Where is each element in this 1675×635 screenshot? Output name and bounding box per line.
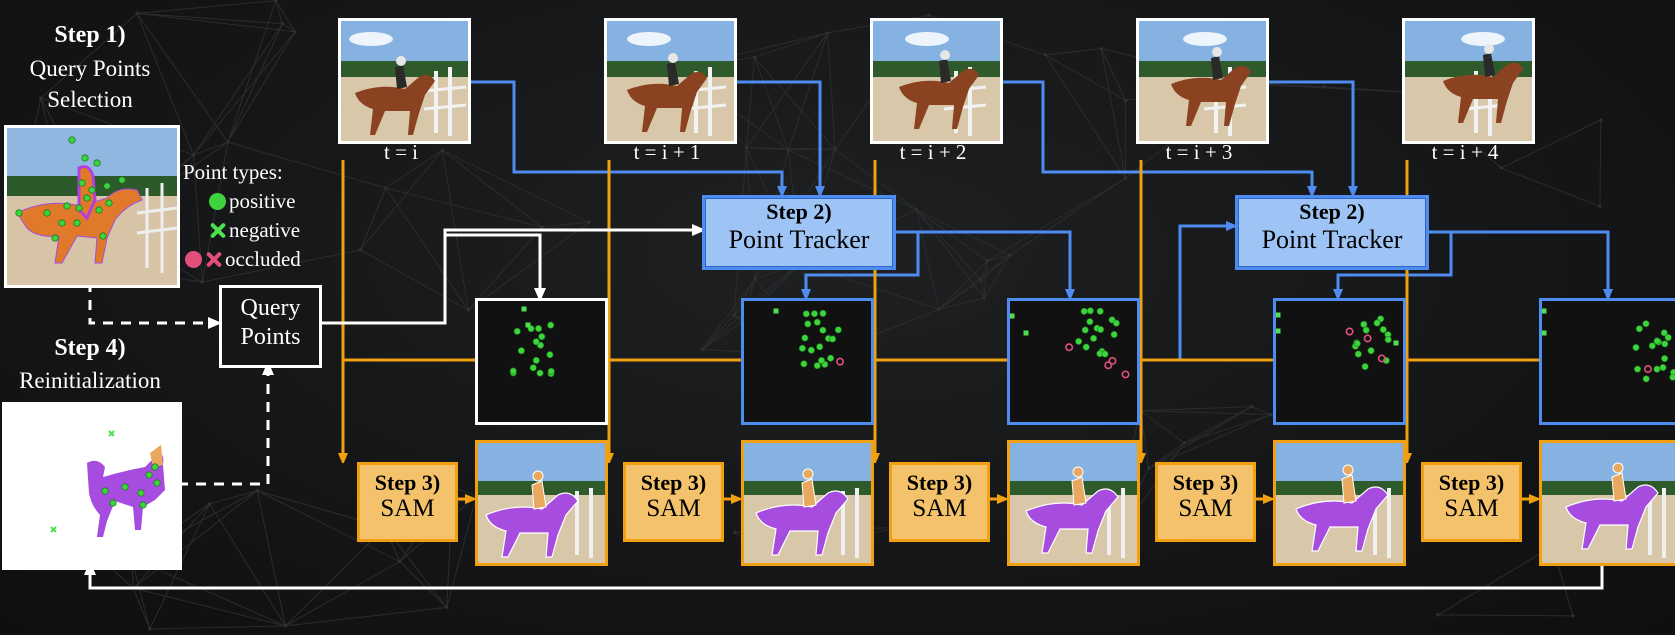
reinitialization-image bbox=[2, 402, 182, 570]
legend-positive: positive bbox=[209, 187, 301, 216]
query-points-box: Query Points bbox=[219, 285, 322, 368]
occluded-x-icon bbox=[205, 251, 222, 268]
frame-time-label-0: t = i bbox=[383, 140, 418, 164]
sam-2-name: SAM bbox=[646, 495, 701, 523]
legend-occluded: occluded bbox=[185, 245, 301, 274]
sam-mask-output-2 bbox=[1007, 440, 1140, 566]
video-frame-1 bbox=[604, 18, 737, 144]
video-frame-0 bbox=[338, 18, 471, 144]
occluded-dot-icon bbox=[185, 250, 202, 268]
legend-occluded-label: occluded bbox=[225, 246, 301, 271]
step1-line1: Query Points bbox=[29, 56, 151, 81]
point-tracker-box-2: Step 2) Point Tracker bbox=[1235, 195, 1429, 270]
points-box-t2 bbox=[1007, 298, 1140, 425]
step4-title: Step 4) bbox=[54, 335, 126, 361]
sam-4-title: Step 3) bbox=[1172, 470, 1239, 495]
sam-3-title: Step 3) bbox=[906, 470, 973, 495]
query-points-line1: Query bbox=[240, 295, 301, 321]
sam-2-title: Step 3) bbox=[640, 470, 707, 495]
frame-time-label-3: t = i + 3 bbox=[1165, 140, 1233, 164]
points-box-t1 bbox=[741, 298, 874, 425]
legend-negative-label: negative bbox=[229, 217, 301, 242]
sam-1-title: Step 3) bbox=[374, 470, 441, 495]
video-frame-3 bbox=[1136, 18, 1269, 144]
point-tracker-box-1: Step 2) Point Tracker bbox=[702, 195, 896, 270]
video-frame-4 bbox=[1402, 18, 1535, 144]
sam-4-name: SAM bbox=[1178, 495, 1233, 523]
sam-1-name: SAM bbox=[380, 495, 435, 523]
frame-time-label-2: t = i + 2 bbox=[899, 140, 967, 164]
points-box-t0 bbox=[475, 298, 608, 425]
sam-3-name: SAM bbox=[912, 495, 967, 523]
sam-5-title: Step 3) bbox=[1438, 470, 1505, 495]
query-selection-image bbox=[4, 125, 180, 288]
point-types-legend: Point types: positive negative occluded bbox=[183, 158, 301, 274]
positive-dot-icon bbox=[209, 192, 226, 210]
step1-title: Step 1) bbox=[54, 22, 126, 48]
sam-mask-output-1 bbox=[741, 440, 874, 566]
sam-box-2: Step 3) SAM bbox=[623, 462, 724, 542]
frame-time-label-1: t = i + 1 bbox=[633, 140, 701, 164]
points-box-t3 bbox=[1273, 298, 1406, 425]
sam-box-1: Step 3) SAM bbox=[357, 462, 458, 542]
legend-positive-label: positive bbox=[229, 188, 296, 213]
query-points-line2: Points bbox=[240, 323, 301, 350]
sam-box-5: Step 3) SAM bbox=[1421, 462, 1522, 542]
sam-mask-output-3 bbox=[1273, 440, 1406, 566]
sam-5-name: SAM bbox=[1444, 495, 1499, 523]
sam-box-3: Step 3) SAM bbox=[889, 462, 990, 542]
sam-mask-output-0 bbox=[475, 440, 608, 566]
tracker-2-name: Point Tracker bbox=[1261, 224, 1403, 254]
video-frame-2 bbox=[870, 18, 1003, 144]
step4-subtitle: Reinitialization bbox=[19, 368, 161, 393]
sam-box-4: Step 3) SAM bbox=[1155, 462, 1256, 542]
tracker-1-title: Step 2) bbox=[766, 199, 832, 224]
step1-line2: Selection bbox=[47, 87, 133, 112]
points-box-t4 bbox=[1539, 298, 1675, 425]
frame-time-label-4: t = i + 4 bbox=[1431, 140, 1499, 164]
negative-x-icon bbox=[209, 222, 226, 239]
legend-negative: negative bbox=[209, 216, 301, 245]
tracker-1-name: Point Tracker bbox=[728, 224, 870, 254]
legend-title: Point types: bbox=[183, 160, 283, 184]
sam-mask-output-4 bbox=[1539, 440, 1675, 566]
tracker-2-title: Step 2) bbox=[1299, 199, 1365, 224]
